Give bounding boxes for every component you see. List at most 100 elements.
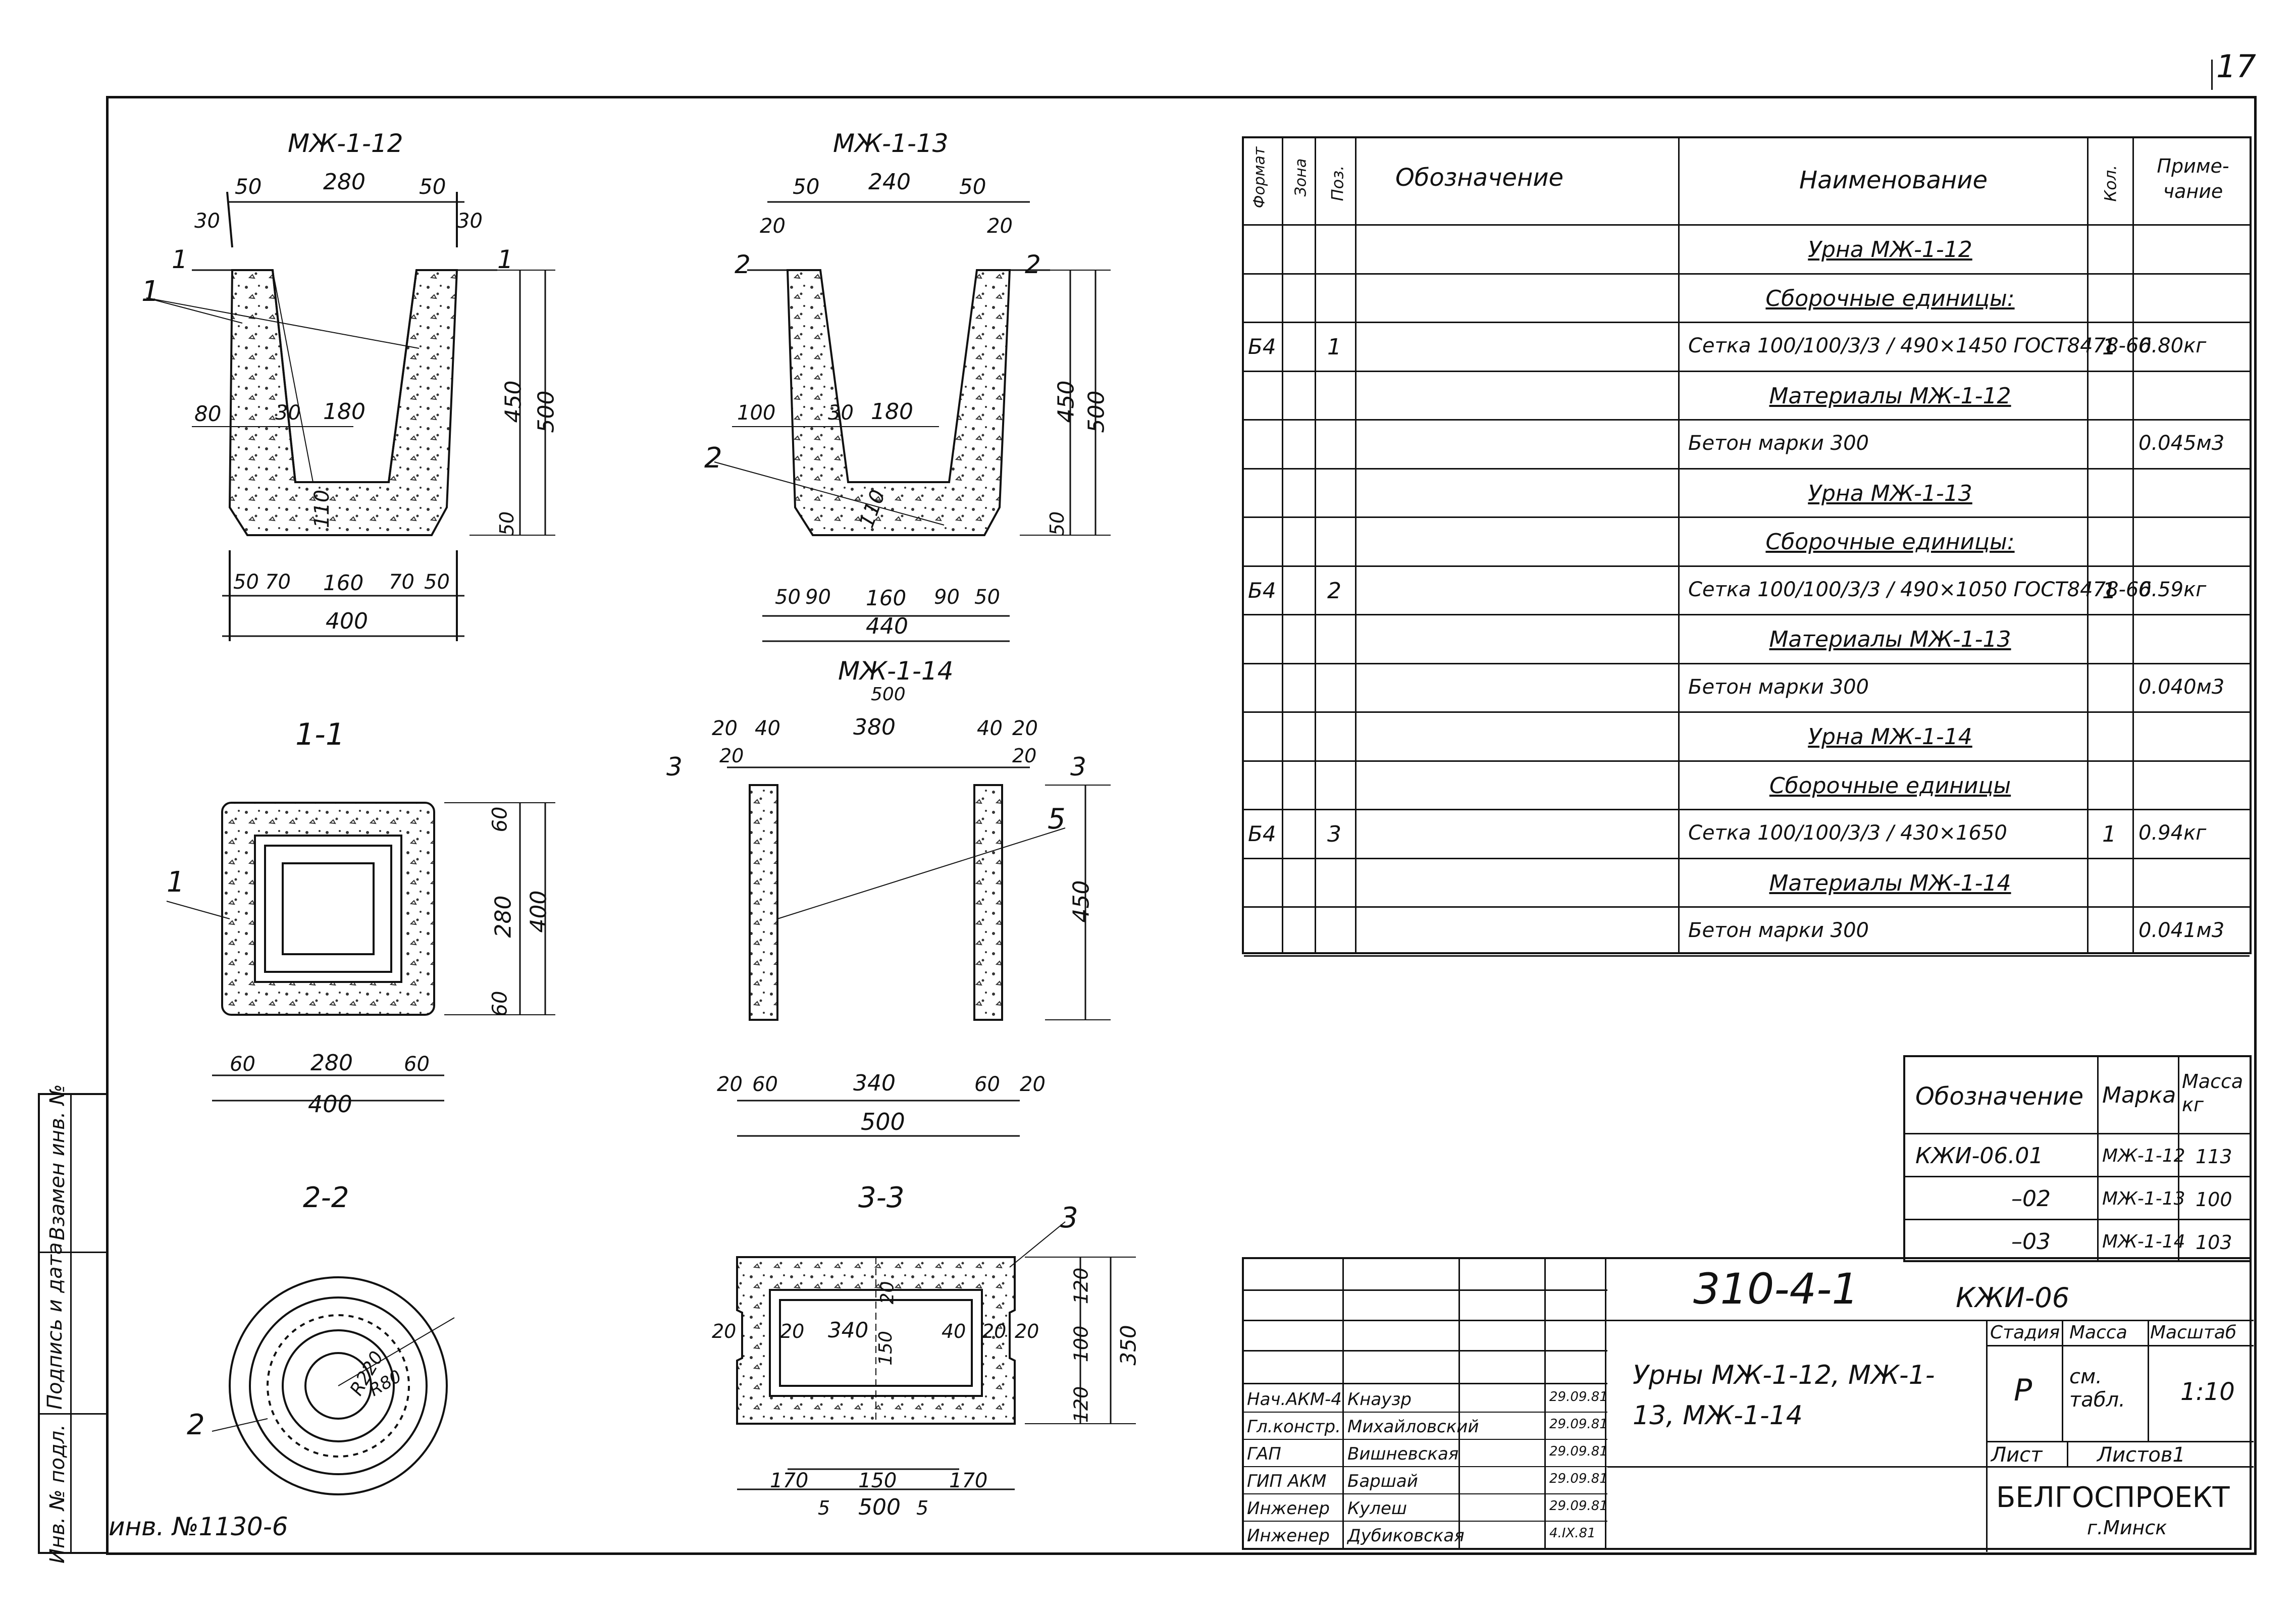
mzh12-dim: 30 xyxy=(194,210,220,233)
mzh13-cut: 2 xyxy=(735,250,751,279)
mzh12-dim: 70 xyxy=(389,570,414,594)
spec-row: Урна МЖ-1-12 xyxy=(1244,226,2250,275)
mzh14-dim: 60 xyxy=(752,1073,778,1096)
spec-header-pos: Поз. xyxy=(1328,165,1347,201)
mzh12-dim: 50 xyxy=(233,570,259,594)
mzh14-dim: 20 xyxy=(712,717,738,740)
sec33-small: 5 xyxy=(916,1497,929,1519)
spec-row-note: 0.59кг xyxy=(2138,578,2207,601)
mzh14-dim: 380 xyxy=(853,714,896,740)
mzh13-dim: 160 xyxy=(866,586,907,610)
spec-row-note: 0.045м3 xyxy=(2138,432,2225,455)
mzh14-dim: 20 xyxy=(1012,717,1038,740)
scale-header: Масштаб xyxy=(2150,1322,2237,1343)
signature-name: Баршай xyxy=(1347,1471,1418,1491)
sec11-title: 1-1 xyxy=(295,717,345,752)
mzh14-dim: 40 xyxy=(977,717,1003,740)
mzh12-dim: 50 xyxy=(419,174,446,199)
stage-header: Стадия xyxy=(1990,1322,2060,1343)
mzh14-cut: 3 xyxy=(666,752,683,782)
spec-row-qty: 1 xyxy=(2102,821,2116,847)
spec-row: Материалы МЖ-1-14 xyxy=(1244,859,2250,908)
spec-row-name: Бетон марки 300 xyxy=(1688,675,1869,699)
spec-row-name: Бетон марки 300 xyxy=(1688,432,1869,455)
mzh12-cut: 1 xyxy=(172,245,188,274)
mzh13-dim: 500 xyxy=(1083,390,1110,433)
spec-row: Сборочные единицы: xyxy=(1244,518,2250,567)
spec-row-qty: 1 xyxy=(2102,578,2116,604)
sec11-dim-total: 400 xyxy=(526,890,552,933)
sec11-total: 400 xyxy=(308,1090,352,1118)
side-stamp: Взамен инв. № Подпись и дата Инв. № подл… xyxy=(38,1084,108,1564)
spec-row-format: Б4 xyxy=(1248,821,1276,846)
mzh13-dim: 20 xyxy=(760,215,786,238)
variant-des: –03 xyxy=(2011,1229,2051,1255)
org-name: БЕЛГОСПРОЕКТ xyxy=(1996,1481,2230,1514)
sec33-dim: 350 xyxy=(1116,1325,1141,1366)
signature-name: Кнаузр xyxy=(1347,1389,1412,1410)
mzh12-dim: 280 xyxy=(323,169,366,195)
spec-row-pos: 2 xyxy=(1327,578,1341,604)
spec-row: Бетон марки 300 0.045м3 xyxy=(1244,421,2250,470)
spec-table: Формат Зона Поз. Обозначение Наименовани… xyxy=(1242,136,2252,957)
signature-date: 29.09.81 xyxy=(1549,1389,1608,1405)
spec-row: Урна МЖ-1-14 xyxy=(1244,713,2250,762)
variants-header-designation: Обозначение xyxy=(1915,1082,2084,1111)
sec11-dim: 60 xyxy=(488,991,512,1017)
sec11-dim: 60 xyxy=(230,1053,255,1076)
sec33-title: 3-3 xyxy=(858,1181,905,1214)
mzh13-dim: 50 xyxy=(793,174,820,199)
drawing-frame xyxy=(106,96,2257,1555)
spec-row: Материалы МЖ-1-13 xyxy=(1244,615,2250,664)
sec33-dim: 40 xyxy=(942,1320,966,1342)
mzh12-title: МЖ-1-12 xyxy=(288,129,403,158)
sec22-callout: 2 xyxy=(187,1409,205,1441)
mzh13-cut: 2 xyxy=(1025,250,1041,279)
mzh14-dim: 20 xyxy=(1012,745,1037,767)
sec11-callout: 1 xyxy=(167,866,185,899)
signature-name: Вишневская xyxy=(1347,1444,1459,1464)
sec33-dim: 170 xyxy=(770,1469,809,1492)
mzh13-total: 440 xyxy=(866,613,908,639)
mzh12-dim: 110 xyxy=(310,489,334,529)
spec-row: Материалы МЖ-1-12 xyxy=(1244,372,2250,421)
variants-header-mass: Масса кг xyxy=(2182,1070,2243,1116)
mzh12-dim: 80 xyxy=(194,401,222,426)
variant-mass: 103 xyxy=(2196,1231,2232,1254)
signature-name: Дубиковская xyxy=(1347,1526,1465,1546)
mzh13-dim: 180 xyxy=(871,399,913,425)
sec33-callout: 3 xyxy=(1060,1202,1078,1234)
doc-number: 310-4-1 xyxy=(1693,1264,1859,1314)
mzh13-dim: 50 xyxy=(959,174,986,199)
spec-row-pos: 1 xyxy=(1327,334,1341,360)
mzh12-dim: 180 xyxy=(323,399,366,425)
variant-mark: МЖ-1-14 xyxy=(2102,1231,2185,1252)
page-number: 17 xyxy=(2216,48,2256,85)
sec33-dim: 340 xyxy=(828,1318,869,1342)
mzh12-dim: 50 xyxy=(424,570,450,594)
mzh13-dim: 20 xyxy=(987,215,1013,238)
spec-row: Бетон марки 300 0.040м3 xyxy=(1244,664,2250,713)
mzh14-dim: 340 xyxy=(853,1070,896,1096)
spec-row-note: 0.040м3 xyxy=(2138,675,2225,699)
mzh12-dim: 30 xyxy=(275,401,301,425)
mzh14-dim: 20 xyxy=(717,1073,743,1096)
variant-mass: 113 xyxy=(2196,1146,2232,1168)
variants-table: Обозначение Марка Масса кг КЖИ-06.01 МЖ-… xyxy=(1903,1055,2252,1262)
mzh14-dim: 20 xyxy=(1020,1073,1046,1096)
spec-row-note: 0.94кг xyxy=(2138,821,2207,845)
signature-role: Нач.АКМ-4 xyxy=(1247,1389,1342,1410)
sheets-label: Листов1 xyxy=(2097,1443,2185,1467)
variant-des: –02 xyxy=(2011,1186,2051,1212)
sec11-dim: 280 xyxy=(490,895,516,938)
mzh13-dim: 240 xyxy=(868,169,911,195)
spec-row-note: 0.80кг xyxy=(2138,334,2207,357)
spec-header-zone: Зона xyxy=(1292,158,1310,197)
mzh14-dim: 20 xyxy=(719,745,744,767)
mzh12-dim: 30 xyxy=(457,210,483,233)
